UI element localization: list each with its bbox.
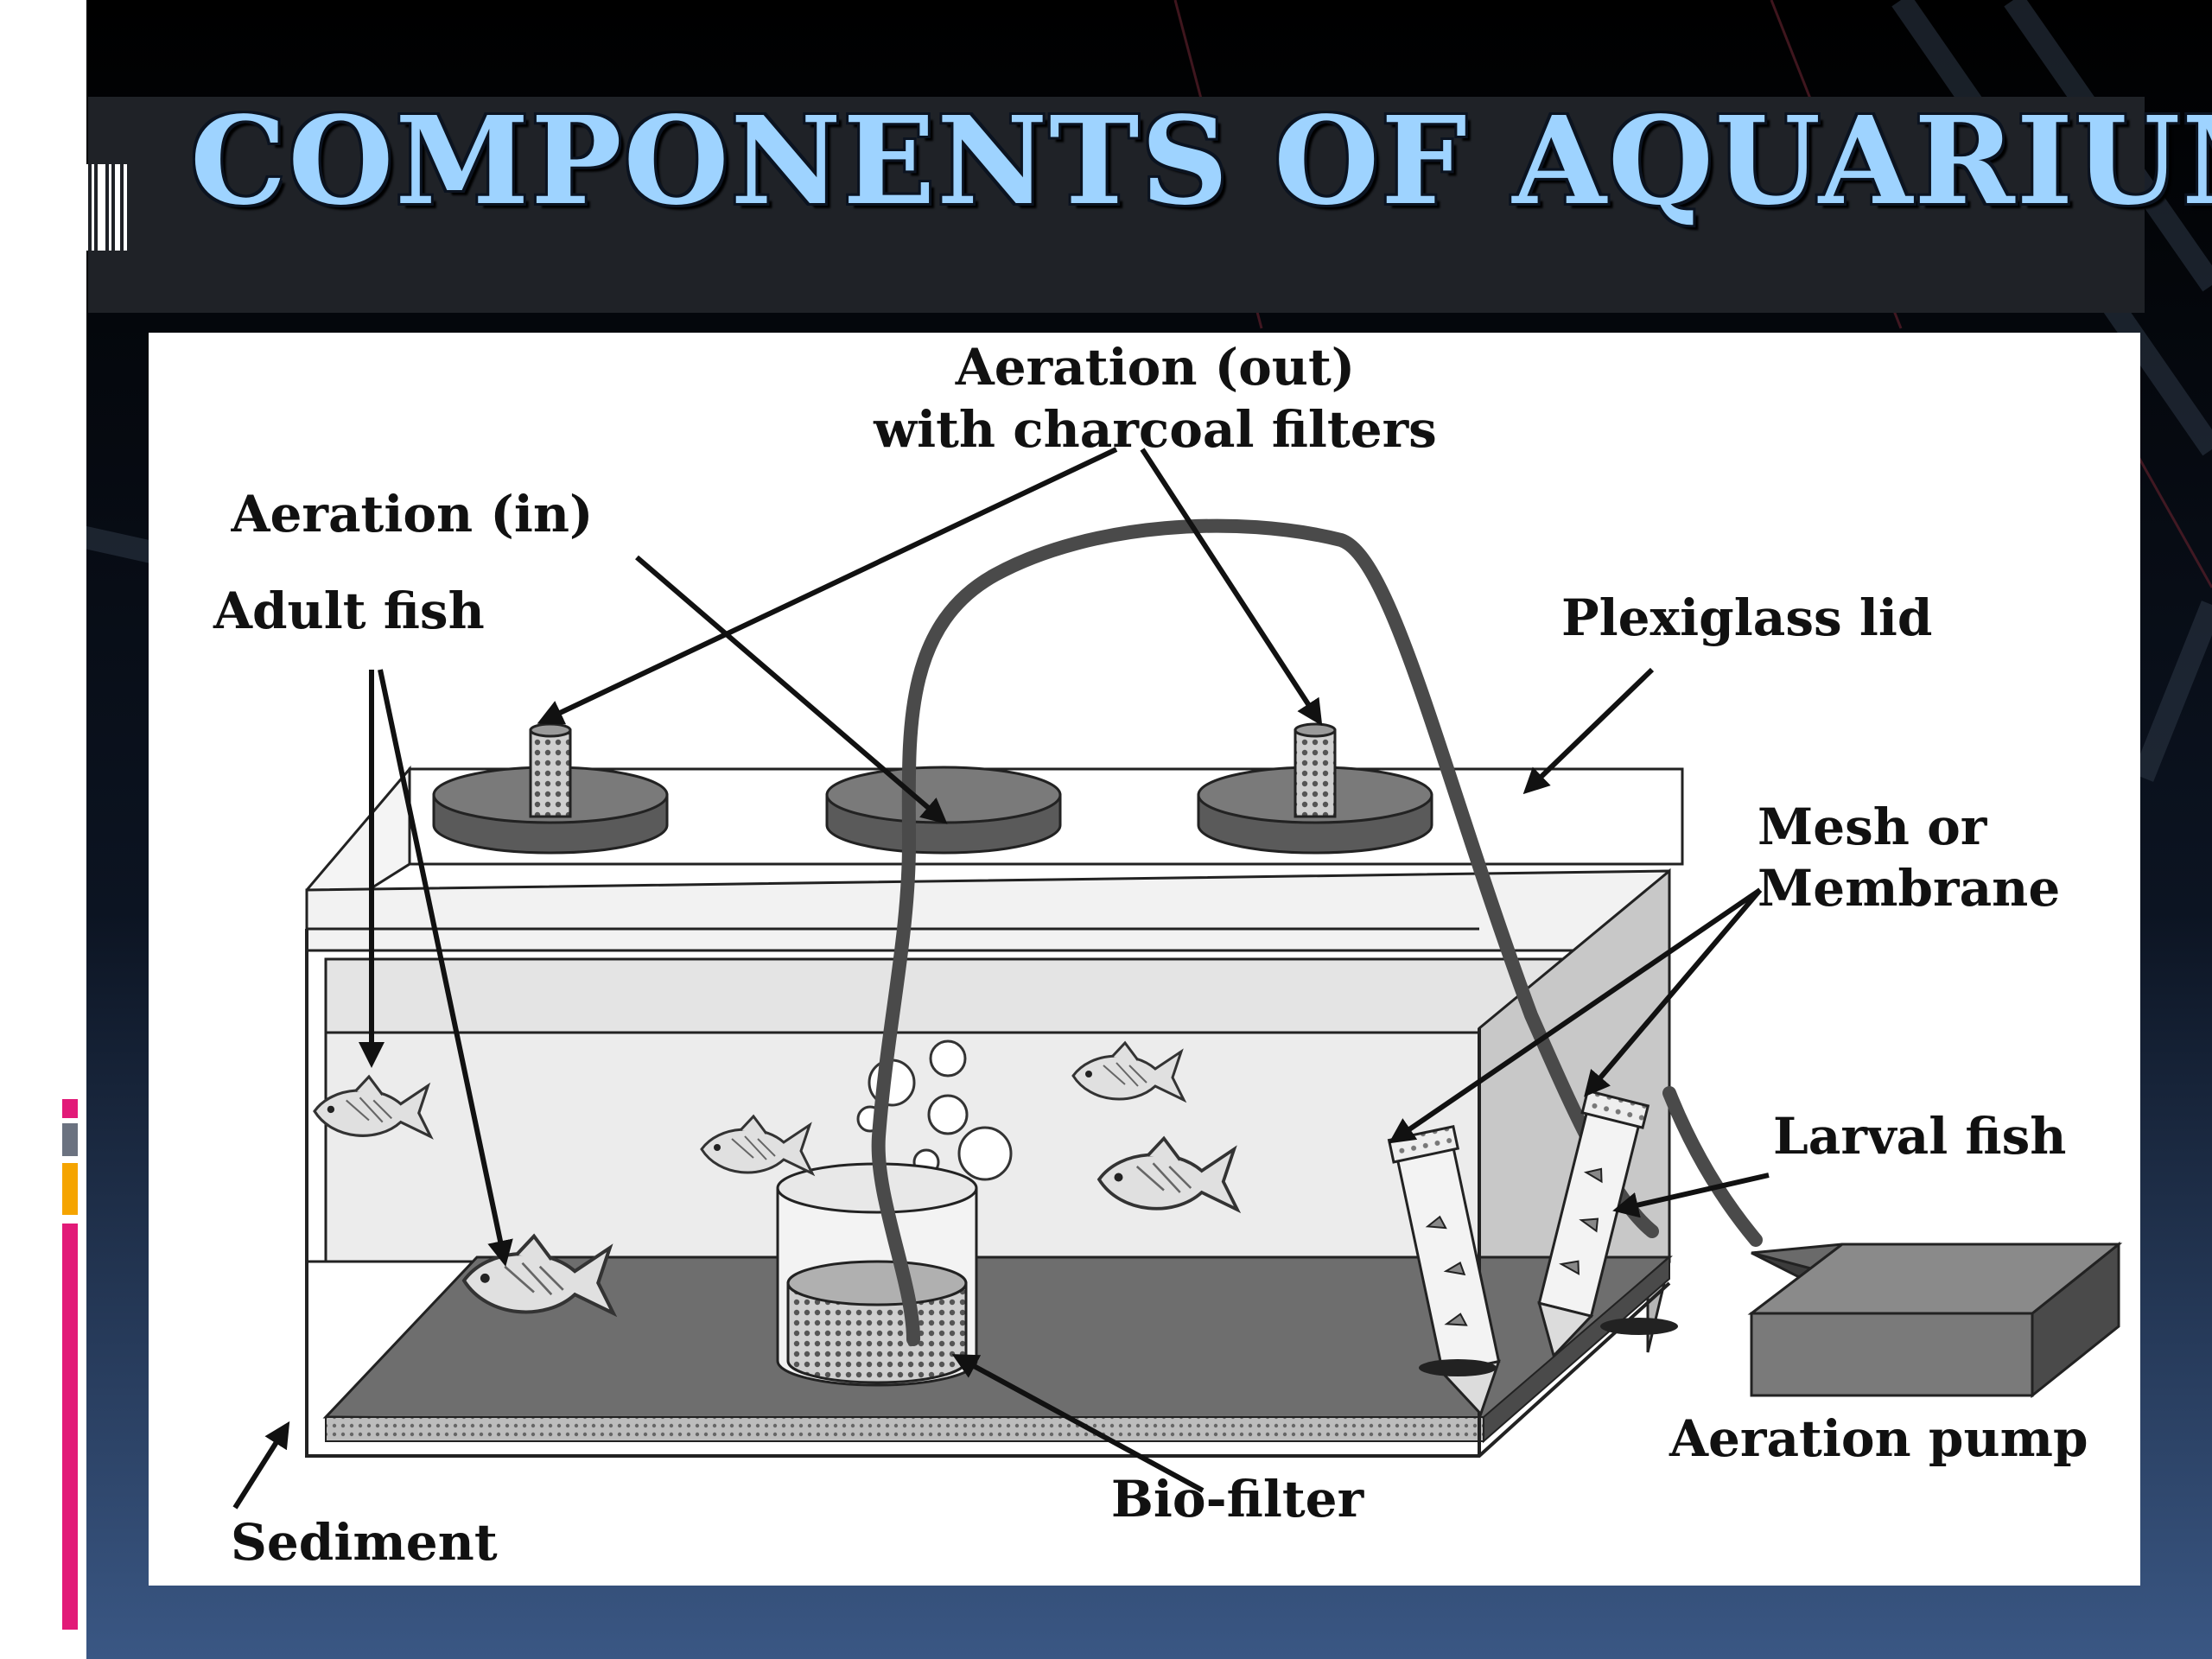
aeration-discs: [432, 722, 1433, 855]
label-plexiglass-lid: Plexiglass lid: [1561, 588, 1932, 647]
label-membrane: Membrane: [1758, 859, 2060, 918]
label-aeration-out: Aeration (out): [955, 338, 1355, 397]
accent-bar-pink: [62, 1224, 78, 1630]
aquarium-diagram: Aeration (out) with charcoal filters Aer…: [213, 338, 2123, 1572]
air-tube: [871, 518, 1659, 1346]
bio-filter: [776, 1162, 978, 1387]
accent-bar-orange: [62, 1163, 78, 1215]
accent-bar-top-pink: [62, 1099, 78, 1118]
title-band: [88, 97, 2145, 313]
slide-title: COMPONENTS OF AQUARIUM: [190, 91, 2212, 232]
center-disc: [825, 766, 1062, 855]
aquarium-diagram-panel: Aeration (out) with charcoal filters Aer…: [149, 333, 2140, 1586]
label-mesh-or: Mesh or: [1758, 798, 1988, 856]
charcoal-filter-right: [1294, 722, 1337, 818]
larval-tubes: [1387, 1089, 1678, 1417]
leader-arrows: [232, 447, 1770, 1510]
label-with-charcoal-filters: with charcoal filters: [873, 400, 1437, 459]
label-aeration-pump: Aeration pump: [1669, 1409, 2088, 1468]
charcoal-filter-left: [529, 722, 572, 818]
label-sediment: Sediment: [231, 1513, 498, 1572]
accent-bar-gray: [62, 1123, 78, 1156]
label-adult-fish: Adult fish: [213, 582, 485, 640]
label-bio-filter: Bio-filter: [1111, 1470, 1365, 1529]
barcode-icon: [52, 164, 127, 251]
label-larval-fish: Larval fish: [1773, 1107, 2066, 1166]
label-aeration-in: Aeration (in): [231, 485, 594, 543]
aeration-pump: [1747, 1241, 2123, 1399]
